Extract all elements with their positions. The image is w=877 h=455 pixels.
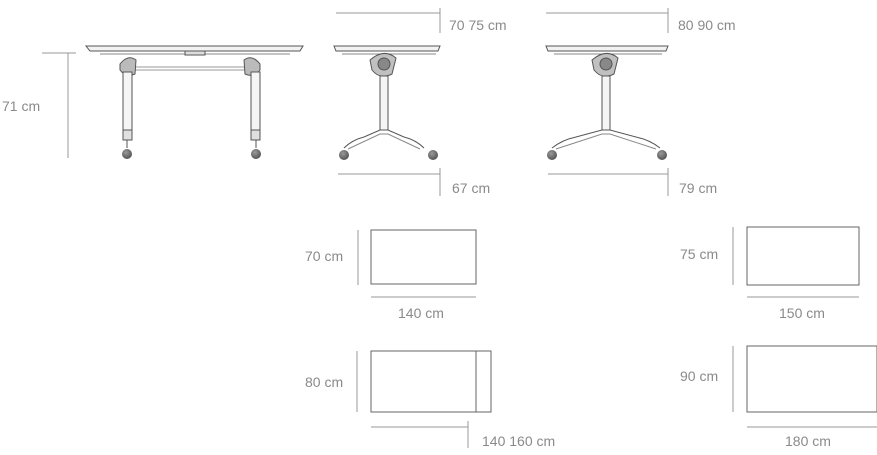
top2-depth-label: 75 cm — [680, 246, 719, 262]
tabletop-plan-75x150 — [732, 226, 860, 298]
large-base-width-label: 79 cm — [679, 180, 718, 196]
top4-depth-label: 90 cm — [680, 368, 719, 384]
small-top-width-label: 70 75 cm — [449, 17, 507, 33]
tabletop-plan-70x140 — [357, 229, 477, 298]
top2-width-label: 150 cm — [779, 305, 825, 321]
small-base-width-label: 67 cm — [452, 180, 491, 196]
caster-wheel — [547, 150, 557, 160]
tabletop-plan-80x140-160 — [356, 350, 492, 448]
caster-wheel — [339, 150, 349, 160]
side-view-large-table — [545, 8, 669, 150]
front-view-table — [42, 45, 304, 158]
side-view-small-table — [333, 8, 441, 150]
caster-wheel — [657, 150, 667, 160]
top1-depth-label: 70 cm — [305, 248, 344, 264]
top3-depth-label: 80 cm — [305, 374, 344, 390]
top3-width-label: 140 160 cm — [482, 433, 556, 449]
caster-wheel — [428, 150, 438, 160]
caster-wheel — [251, 149, 261, 159]
front-height-label: 71 cm — [2, 98, 41, 114]
tabletop-plan-90x180 — [732, 345, 877, 428]
top1-width-label: 140 cm — [398, 305, 444, 321]
top4-width-label: 180 cm — [785, 433, 831, 449]
caster-wheel — [122, 149, 132, 159]
large-top-width-label: 80 90 cm — [678, 17, 736, 33]
